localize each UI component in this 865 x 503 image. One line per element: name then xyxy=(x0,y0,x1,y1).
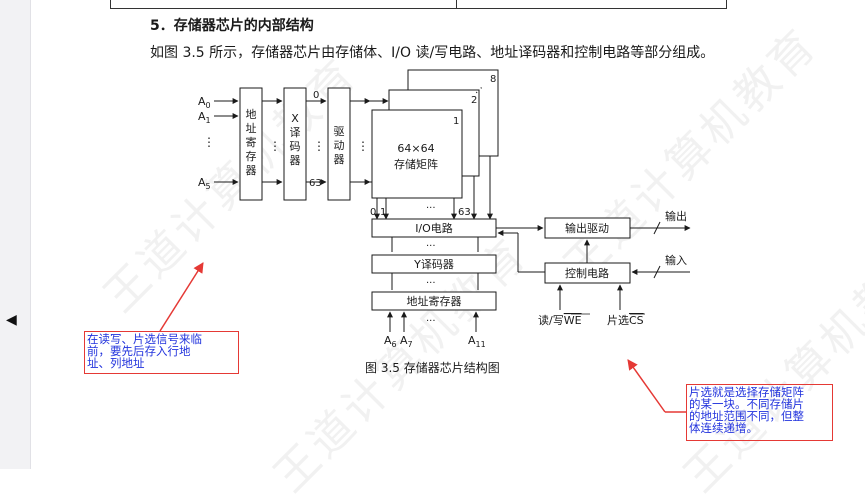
matrix-layer-8: 8 xyxy=(490,74,496,85)
driver-label: 驱动器 xyxy=(334,125,345,166)
y-decoder-label: Y译码器 xyxy=(413,258,454,271)
row-0-label: 0 xyxy=(313,90,319,101)
addr-a5-label: A5 xyxy=(198,176,211,191)
intro-paragraph: 如图 3.5 所示，存储器芯片由存储体、I/O 读/写电路、地址译码器和控制电路… xyxy=(150,45,715,61)
table-bottom-edge xyxy=(110,0,727,9)
matrix-name-label: 存储矩阵 xyxy=(394,157,438,171)
left-gutter xyxy=(0,0,31,469)
bus-dots: ⋮ xyxy=(269,139,281,153)
io-dots: ··· xyxy=(426,241,436,252)
addr-a6-label: A6 xyxy=(384,334,397,349)
addr-dots: ⋮ xyxy=(203,135,215,149)
addr-a1-label: A1 xyxy=(198,110,211,125)
figure-caption: 图 3.5 存储器芯片结构图 xyxy=(365,360,500,375)
output-driver-label: 输出驱动 xyxy=(565,221,609,235)
bus-dots: ⋮ xyxy=(313,139,325,153)
rw-signal-label: 读/写WE xyxy=(538,313,582,327)
bus-dots: ⋮ xyxy=(357,139,369,153)
output-label: 输出 xyxy=(665,209,687,223)
right-annotation-note: 片选就是选择存储矩阵 的某一块。不同存储片 的地址范围不同，但整 体连续递增。 xyxy=(686,384,833,441)
matrix-layer-1: 1 xyxy=(453,116,459,127)
section-heading: 5．存储器芯片的内部结构 xyxy=(150,18,314,34)
col-63-label: 63 xyxy=(458,207,471,218)
col-addr-dots: ··· xyxy=(426,316,436,327)
prev-page-arrow-icon[interactable]: ◀ xyxy=(6,312,17,328)
input-label: 输入 xyxy=(665,253,687,267)
left-annotation-note: 在读写、片选信号来临 前，要先后存入行地 址、列地址 xyxy=(84,331,239,374)
col-0-label: 0 xyxy=(370,207,376,218)
y-dots: ··· xyxy=(426,278,436,289)
matrix-layer-2: 2 xyxy=(471,95,477,106)
col-dots: ··· xyxy=(426,203,436,214)
col-1-label: 1 xyxy=(380,207,386,218)
matrix-size-label: 64×64 xyxy=(397,142,434,155)
addr-a11-label: A11 xyxy=(468,334,486,349)
addr-a0-label: A0 xyxy=(198,95,211,110)
control-circuit-label: 控制电路 xyxy=(565,266,609,280)
cs-signal-label: 片选CS xyxy=(607,314,644,327)
col-addr-register-label: 地址寄存器 xyxy=(407,294,462,308)
addr-a7-label: A7 xyxy=(400,334,413,349)
io-circuit-label: I/O电路 xyxy=(415,222,453,235)
row-63-label: 63 xyxy=(309,178,322,189)
addr-register-label: 地址寄存器 xyxy=(246,108,257,177)
